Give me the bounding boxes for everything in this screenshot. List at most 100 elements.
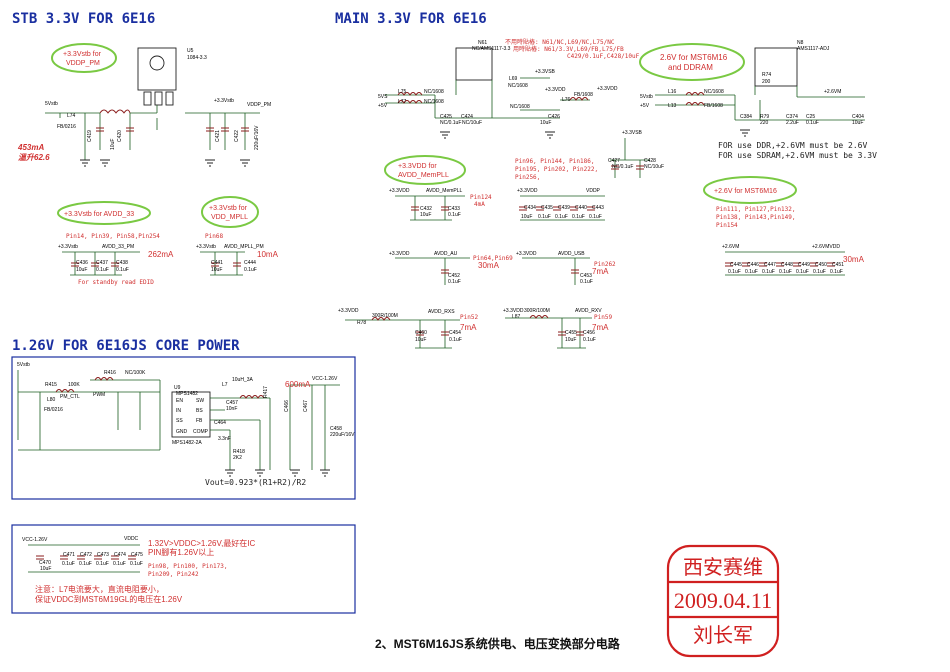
- note-avdd33: +3.3Vstb for AVDD_33: [64, 211, 134, 218]
- c460-ref: C460: [415, 330, 427, 336]
- main-regulator-n8: N8 AMS1117-ADJ: [754, 40, 830, 87]
- r416-value: NC/100K: [125, 370, 146, 376]
- net-33vdd-au: +3.3VDD: [389, 251, 410, 257]
- n61-ref: N61: [478, 40, 487, 46]
- vddc-box: [11, 524, 356, 614]
- pins-mempll-2: 4mA: [474, 201, 485, 208]
- net-5v-main: +5V: [640, 103, 650, 109]
- net-33vdd-usb: +3.3VDD: [516, 251, 537, 257]
- net-avdd-mempll: AVDD_MemPLL: [426, 188, 463, 194]
- l76-ref: L76: [562, 97, 571, 103]
- u9-pin-sw: SW: [196, 398, 204, 404]
- c458-ref: C458: [330, 426, 342, 432]
- l87-value: 300R/100M: [524, 308, 550, 314]
- c446-ref: C446: [747, 262, 759, 268]
- r78-ref: R78: [357, 320, 366, 326]
- net-vddp: VDDP: [586, 188, 601, 194]
- r418-ref: R418: [233, 449, 245, 455]
- net-5v: +5V: [378, 103, 388, 109]
- c470-value: 10uF: [40, 566, 51, 572]
- note-avdd33-oval: [57, 201, 151, 225]
- stamp-date: 2009.04.11: [674, 588, 772, 613]
- net-33vstb-1: +3.3Vstb: [214, 98, 234, 104]
- l77-ref: L77: [398, 99, 407, 105]
- c432-value: 10uF: [420, 212, 431, 218]
- note-mempll-2: AVDD_MemPLL: [398, 172, 449, 179]
- c439-ref: C439: [558, 205, 570, 211]
- note-mpll-oval: [201, 196, 259, 228]
- net-vcc126-1: VCC-1.26V: [312, 376, 338, 382]
- c457-ref: C457: [226, 400, 238, 406]
- net-33vdd-2: +3.3VDD: [597, 86, 618, 92]
- l74-ref: L74: [67, 113, 76, 119]
- core-title: 1.26V FOR 6E16JS CORE POWER: [12, 338, 240, 354]
- c466-ref: C466: [284, 400, 290, 412]
- net-26vm-2: +2.6VM: [722, 244, 739, 250]
- current-262ma: 262mA: [148, 250, 174, 259]
- core-note-1: 1.32V>VDDC>1.26V,最好在IC: [148, 538, 256, 548]
- stamp-org: 西安赛维: [683, 556, 763, 579]
- u9-pin-comp: COMP: [193, 429, 209, 435]
- c447-value: 0.1uF: [762, 269, 775, 275]
- stamp-name: 刘长军: [693, 624, 753, 647]
- c440-ref: C440: [575, 205, 587, 211]
- c456-value: 0.1uF: [583, 337, 596, 343]
- c438-value: 0.1uF: [116, 267, 129, 273]
- l13-ref: L13: [668, 103, 677, 109]
- l75-ref: L75: [398, 89, 407, 95]
- c437-value: 0.1uF: [96, 267, 109, 273]
- c443-ref: C443: [592, 205, 604, 211]
- r74-value: 200: [762, 79, 771, 85]
- u9-pin-bs: BS: [196, 408, 203, 414]
- c464-value: 3.3nF: [218, 436, 231, 442]
- net-avdd-rxv: AVDD_RXV: [575, 308, 602, 314]
- c458-value: 220uF/16V: [330, 432, 355, 438]
- c449-value: 0.1uF: [796, 269, 809, 275]
- current-10ma: 10mA: [257, 250, 279, 259]
- c464-ref: C464: [214, 420, 226, 426]
- c404-value: 10uF: [852, 120, 863, 126]
- l77-value: NC/1608: [424, 99, 444, 105]
- c473-value: 0.1uF: [96, 561, 109, 567]
- net-33vdd-1: +3.3VDD: [545, 87, 566, 93]
- c437-ref: C437: [96, 260, 108, 266]
- c454-ref: C454: [449, 330, 461, 336]
- net-33vstb-3: +3.3Vstb: [196, 244, 216, 250]
- note-ddr: FOR use DDR,+2.6VM must be 2.6V: [718, 141, 867, 150]
- net-33vdd-rxs: +3.3VDD: [338, 308, 359, 314]
- c471-value: 0.1uF: [62, 561, 75, 567]
- net-avdd33pm: AVDD_33_PM: [102, 244, 134, 250]
- c450-value: 0.1uF: [813, 269, 826, 275]
- main-title: MAIN 3.3V FOR 6E16: [335, 11, 487, 27]
- c452-value: 0.1uF: [448, 279, 461, 285]
- c25-value: 0.1uF: [806, 120, 819, 126]
- stb-title: STB 3.3V FOR 6E16: [12, 11, 155, 27]
- note-mst6m16-2: and DDRAM: [668, 63, 713, 72]
- net-vddp-pm: VDDP_PM: [247, 102, 271, 108]
- l87-ref: L87: [512, 314, 521, 320]
- core-power-box: [11, 356, 356, 500]
- c448-ref: C448: [781, 262, 793, 268]
- net-33vsb-2: +3.3VSB: [622, 130, 643, 136]
- c424-ref: C424: [461, 114, 473, 120]
- pins-p26-1: Pin111, Pin127,Pin132,: [716, 206, 795, 213]
- l13-value: FB/1608: [704, 103, 723, 109]
- current-453ma: 453mA: [17, 143, 44, 152]
- c433-value: 0.1uF: [448, 212, 461, 218]
- pins-usb-1: Pin262: [594, 261, 616, 268]
- l75-value: NC/1608: [424, 89, 444, 95]
- r417-ref: R417: [263, 386, 269, 398]
- net-33vdd-vddp: +3.3VDD: [517, 188, 538, 194]
- net-26vmvdd: +2.6VMVDD: [812, 244, 840, 250]
- c453-value: 0.1uF: [580, 279, 593, 285]
- note-standby: For standby read EDID: [78, 279, 154, 286]
- net-pwm: PWM: [93, 392, 105, 398]
- c427-value: NC/0.1uF: [612, 164, 633, 170]
- c25-ref: C25: [806, 114, 815, 120]
- core-note-2: PIN腳有1.26V以上: [148, 547, 214, 557]
- u9-pin-en: EN: [176, 398, 183, 404]
- pins-vddp-3: Pin256,: [515, 174, 540, 181]
- c421-ref: C421: [215, 130, 221, 142]
- net-33vstb-2: +3.3Vstb: [58, 244, 78, 250]
